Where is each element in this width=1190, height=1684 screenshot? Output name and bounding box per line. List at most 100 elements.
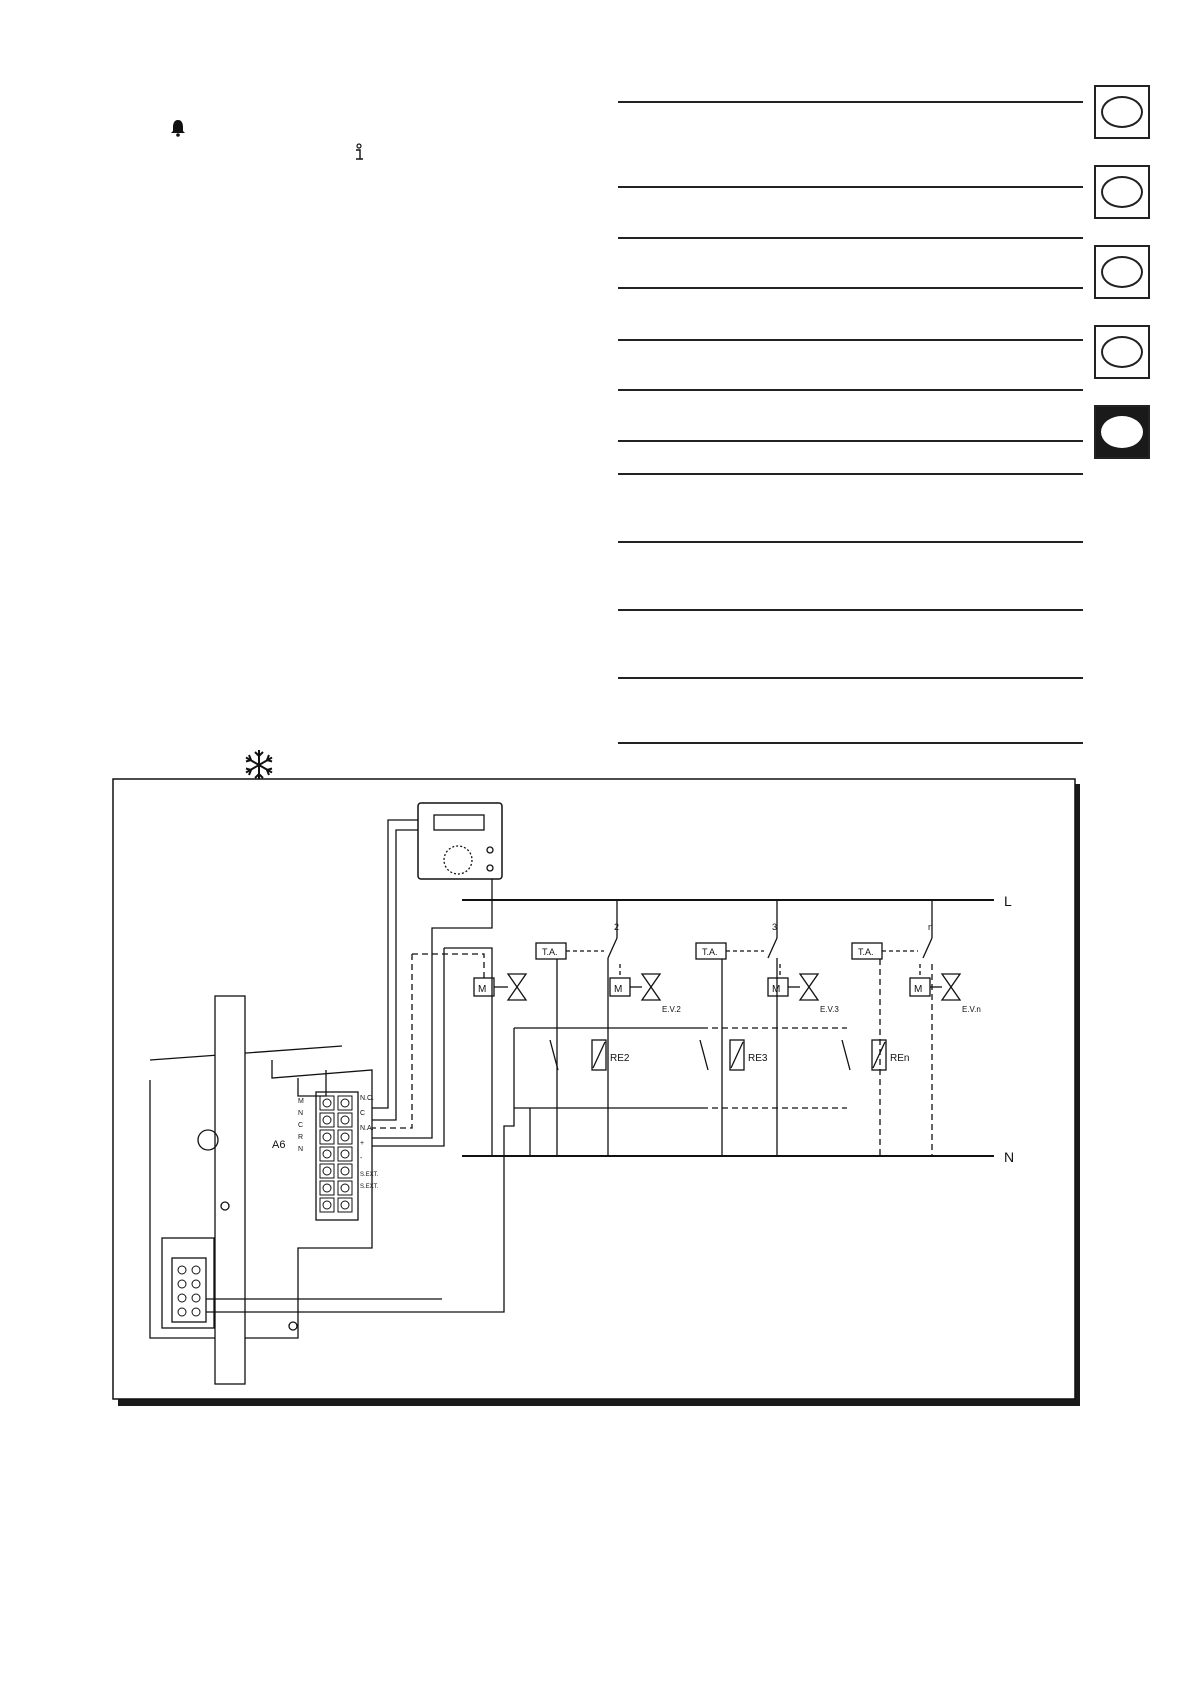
- wire-pump-2: [444, 947, 493, 1156]
- boiler-top-edge: [149, 1045, 343, 1061]
- terminal-cell: [319, 1163, 335, 1179]
- terminal-screw: [322, 1115, 332, 1125]
- room-controller: [417, 802, 503, 880]
- terminal-right-6: S.EXT.: [360, 1184, 379, 1190]
- wire-line-feed: [372, 879, 493, 1139]
- terminal-cell: [337, 1180, 353, 1196]
- zone-2-thermostat: T.A.: [542, 947, 558, 957]
- zone-3-thermostat: T.A.: [702, 947, 718, 957]
- terminal-right-3: +: [360, 1140, 364, 1147]
- zone-3-number: 3: [772, 922, 777, 932]
- wire-pump: [372, 948, 445, 1147]
- zone-n-relay: REn: [890, 1053, 909, 1064]
- terminal-left-4: N: [298, 1146, 303, 1153]
- terminal-block-screw: [191, 1307, 201, 1317]
- zone-n-number: n: [928, 922, 933, 932]
- wire-controller-1: [372, 819, 418, 1109]
- terminal-right-2: N.A.: [360, 1125, 374, 1132]
- terminal-screw: [340, 1183, 350, 1193]
- motor-1-label: M: [478, 984, 486, 995]
- wire-dashed-2: [412, 953, 485, 978]
- zone-2-valve: E.V.2: [662, 1005, 681, 1014]
- terminal-screw: [340, 1115, 350, 1125]
- zone-3-relay: RE3: [748, 1053, 768, 1064]
- module-label: A6: [272, 1139, 285, 1151]
- terminal-cell: [337, 1163, 353, 1179]
- boiler-terminal-block: [171, 1257, 207, 1323]
- bell-icon: [170, 119, 186, 141]
- divider-5: [618, 339, 1083, 341]
- zone-2-relay: RE2: [610, 1053, 630, 1064]
- terminal-cell: [319, 1129, 335, 1145]
- valve-1: [506, 973, 528, 1001]
- label-L: L: [1004, 893, 1012, 909]
- terminal-cell: [337, 1197, 353, 1213]
- boiler-body: [149, 1060, 373, 1339]
- terminal-screw: [322, 1200, 332, 1210]
- terminal-right-5: S.EXT.: [360, 1172, 379, 1178]
- terminal-right-4: -: [360, 1155, 363, 1162]
- controller-display: [433, 814, 485, 831]
- terminal-screw: [322, 1166, 332, 1176]
- tab-oval: [1101, 256, 1143, 288]
- divider-11: [618, 677, 1083, 679]
- terminal-cell: [319, 1197, 335, 1213]
- valve-n: [940, 973, 962, 1001]
- language-tab-4[interactable]: [1094, 325, 1150, 379]
- relay-contact-2: [549, 1039, 559, 1071]
- terminal-screw: [340, 1098, 350, 1108]
- wire-controller-2: [372, 829, 418, 1121]
- language-tab-5-active[interactable]: [1094, 405, 1150, 459]
- motor-n-label: M: [914, 984, 922, 995]
- zone-3-valve: E.V.3: [820, 1005, 839, 1014]
- switch-zone-2: [607, 937, 618, 959]
- divider-3: [618, 237, 1083, 239]
- terminal-screw: [340, 1132, 350, 1142]
- tab-oval: [1101, 336, 1143, 368]
- switch-zone-3: [767, 937, 778, 959]
- terminal-block-screw: [177, 1293, 187, 1303]
- terminal-block-screw: [177, 1265, 187, 1275]
- terminal-left-1: N: [298, 1110, 303, 1117]
- valve-2: [640, 973, 662, 1001]
- terminal-block-screw: [191, 1293, 201, 1303]
- controller-led-2: [486, 864, 494, 872]
- terminal-block-screw: [177, 1279, 187, 1289]
- relay-coil-2: [591, 1039, 607, 1071]
- terminal-screw: [322, 1132, 332, 1142]
- terminal-screw: [340, 1166, 350, 1176]
- zone-n-thermostat: T.A.: [858, 947, 874, 957]
- tab-oval: [1101, 176, 1143, 208]
- divider-8: [618, 473, 1083, 475]
- terminal-cell: [337, 1095, 353, 1111]
- terminal-screw: [340, 1149, 350, 1159]
- terminal-cell: [337, 1146, 353, 1162]
- terminal-left-2: C: [298, 1122, 303, 1129]
- terminal-right-1: C: [360, 1110, 365, 1117]
- divider-4: [618, 287, 1083, 289]
- terminal-left-0: M: [298, 1098, 304, 1105]
- tab-oval: [1101, 96, 1143, 128]
- terminal-screw: [322, 1183, 332, 1193]
- relay-contact-3: [699, 1039, 709, 1071]
- diagram-frame: [112, 778, 1076, 1400]
- language-tab-2[interactable]: [1094, 165, 1150, 219]
- language-tab-1[interactable]: [1094, 85, 1150, 139]
- terminal-cell: [337, 1112, 353, 1128]
- terminal-block-screw: [177, 1307, 187, 1317]
- divider-7: [618, 440, 1083, 442]
- language-tab-3[interactable]: [1094, 245, 1150, 299]
- tab-oval: [1101, 416, 1143, 448]
- boiler-pipe: [214, 995, 246, 1385]
- divider-12: [618, 742, 1083, 744]
- terminal-screw: [322, 1149, 332, 1159]
- terminal-cell: [319, 1180, 335, 1196]
- terminal-cell: [337, 1129, 353, 1145]
- switch-zone-n: [922, 937, 933, 959]
- info-icon: [354, 143, 364, 165]
- relay-contact-n: [841, 1039, 851, 1071]
- terminal-board: [315, 1091, 359, 1221]
- divider-10: [618, 609, 1083, 611]
- terminal-left-3: R: [298, 1134, 303, 1141]
- wiring-diagram: L N A6 M N C R N N.C. C N.A. + - S.EXT. …: [112, 778, 1082, 1408]
